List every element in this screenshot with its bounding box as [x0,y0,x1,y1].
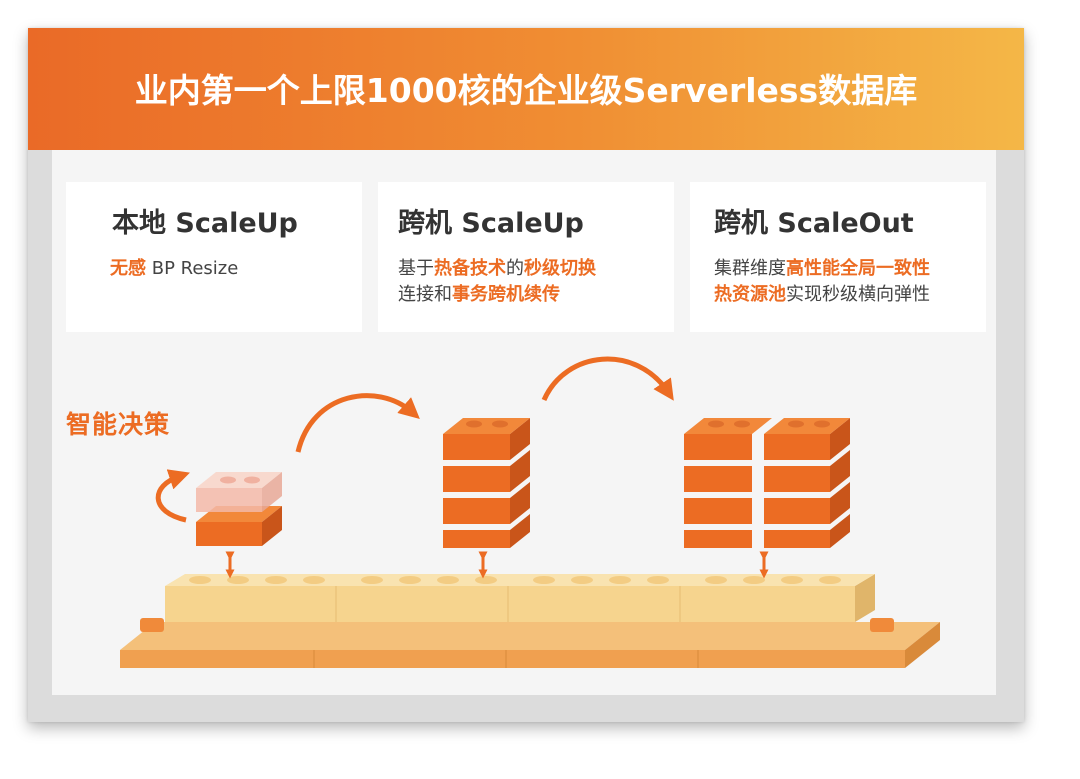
card-line-1: 无感 BP Resize [110,254,238,280]
card-cross-scaleup: 跨机 ScaleUp 基于热备技术的秒级切换 连接和事务跨机续传 [378,182,674,332]
body-text: 实现秒级横向弹性 [786,284,930,305]
body-text: 的 [506,258,524,279]
brick-stack-cross-scaleout [684,418,850,548]
highlight-text: 秒级切换 [524,258,596,279]
body-text: BP Resize [146,258,239,279]
card-line-1: 基于热备技术的秒级切换 [398,254,596,280]
body-text: 连接和 [398,284,452,305]
highlight-text: 事务跨机续传 [452,284,560,305]
base-platform [120,574,940,668]
card-line-2: 连接和事务跨机续传 [398,280,560,306]
body-text: 基于 [398,258,434,279]
banner-title: 业内第一个上限1000核的企业级Serverless数据库 [134,71,918,110]
card-cross-scaleout: 跨机 ScaleOut 集群维度高性能全局一致性 热资源池实现秒级横向弹性 [690,182,986,332]
brick-stack-local [196,472,282,546]
loop-arrow-icon [155,469,190,523]
arc-arrow-icon [295,393,420,453]
highlight-text: 热备技术 [434,258,506,279]
highlight-text: 高性能全局一致性 [786,258,930,279]
card-line-2: 热资源池实现秒级横向弹性 [714,280,930,306]
title-banner: 业内第一个上限1000核的企业级Serverless数据库 [28,28,1024,150]
card-title: 本地 ScaleUp [112,208,298,239]
decision-label: 智能决策 [66,410,171,439]
card-local-scaleup: 本地 ScaleUp 无感 BP Resize [66,182,362,332]
arc-arrow-icon [541,356,674,402]
card-title: 跨机 ScaleUp [398,208,584,239]
card-frame: 业内第一个上限1000核的企业级Serverless数据库 本地 ScaleUp… [28,28,1024,722]
card-line-1: 集群维度高性能全局一致性 [714,254,930,280]
highlight-text: 热资源池 [714,284,786,305]
brick-stack-cross-scaleup [443,418,530,548]
body-text: 集群维度 [714,258,786,279]
card-title: 跨机 ScaleOut [714,208,914,239]
highlight-text: 无感 [110,258,146,279]
